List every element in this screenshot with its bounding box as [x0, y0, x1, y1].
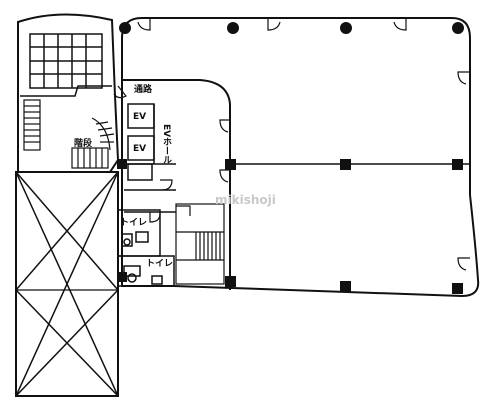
- ev-2-label: EV: [133, 144, 146, 154]
- stair-steps: [71, 147, 109, 169]
- stairs-label: 階段: [74, 137, 93, 149]
- left-stair: [23, 99, 41, 151]
- main-floor-outline: [121, 17, 480, 298]
- toilet-1-label: トイレ: [120, 217, 147, 228]
- corridor-label: 通路: [134, 83, 153, 95]
- core-wall: [122, 79, 231, 290]
- core-stair: [175, 203, 225, 285]
- toilet-2-label: トイレ: [146, 258, 173, 269]
- structural-columns: [117, 22, 464, 294]
- curved-stair: [91, 117, 115, 151]
- door-swings: [113, 18, 470, 271]
- window-grid: [29, 33, 103, 89]
- toilet-1: [117, 209, 161, 257]
- ev-1-label: EV: [133, 112, 146, 122]
- watermark: mikishoji: [215, 193, 276, 207]
- ev-hall-label: EVホール: [161, 124, 172, 164]
- void-area: [15, 171, 119, 397]
- toilet-2: [117, 255, 175, 287]
